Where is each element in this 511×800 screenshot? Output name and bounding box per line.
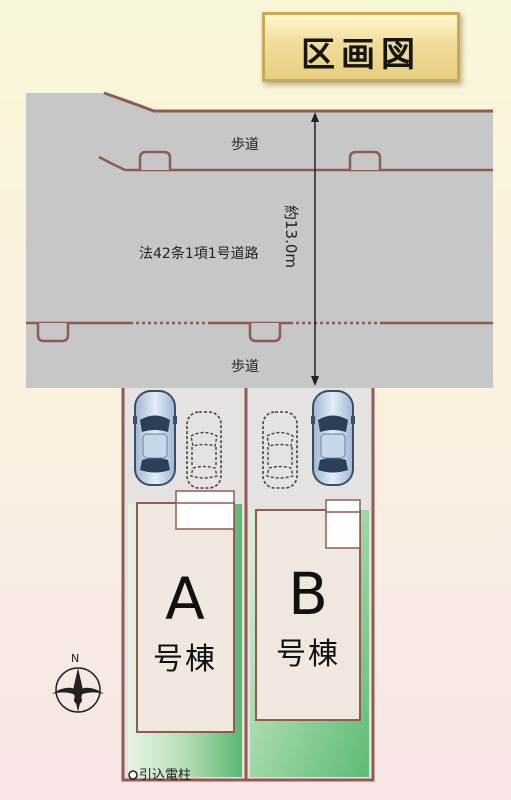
lot-a-label: 号棟 [153, 642, 217, 677]
road [26, 91, 493, 388]
entrance-a [175, 490, 235, 530]
utility-pole-label: 引込電柱 [139, 768, 192, 783]
road-label: 法42条1項1号道路 [139, 246, 259, 262]
entrance-b [325, 499, 361, 549]
sidewalk-label-top: 歩道 [231, 137, 259, 153]
road-width-label: 約13.0m [282, 205, 300, 269]
page-title: 区画図 [301, 35, 421, 75]
utility-pole-icon [128, 770, 138, 780]
car-icon [132, 390, 178, 486]
title-plate: 区画図 [262, 12, 460, 82]
road-width-dimension [311, 112, 319, 386]
building-a [136, 502, 235, 733]
lot-a-letter: A [165, 565, 205, 633]
lot-b-letter: B [288, 560, 328, 628]
lot-b-label: 号棟 [276, 637, 340, 672]
compass-icon [52, 667, 104, 713]
compass-north-label: N [71, 652, 80, 665]
sidewalk-label-bottom: 歩道 [231, 359, 259, 375]
car-icon [310, 390, 356, 486]
